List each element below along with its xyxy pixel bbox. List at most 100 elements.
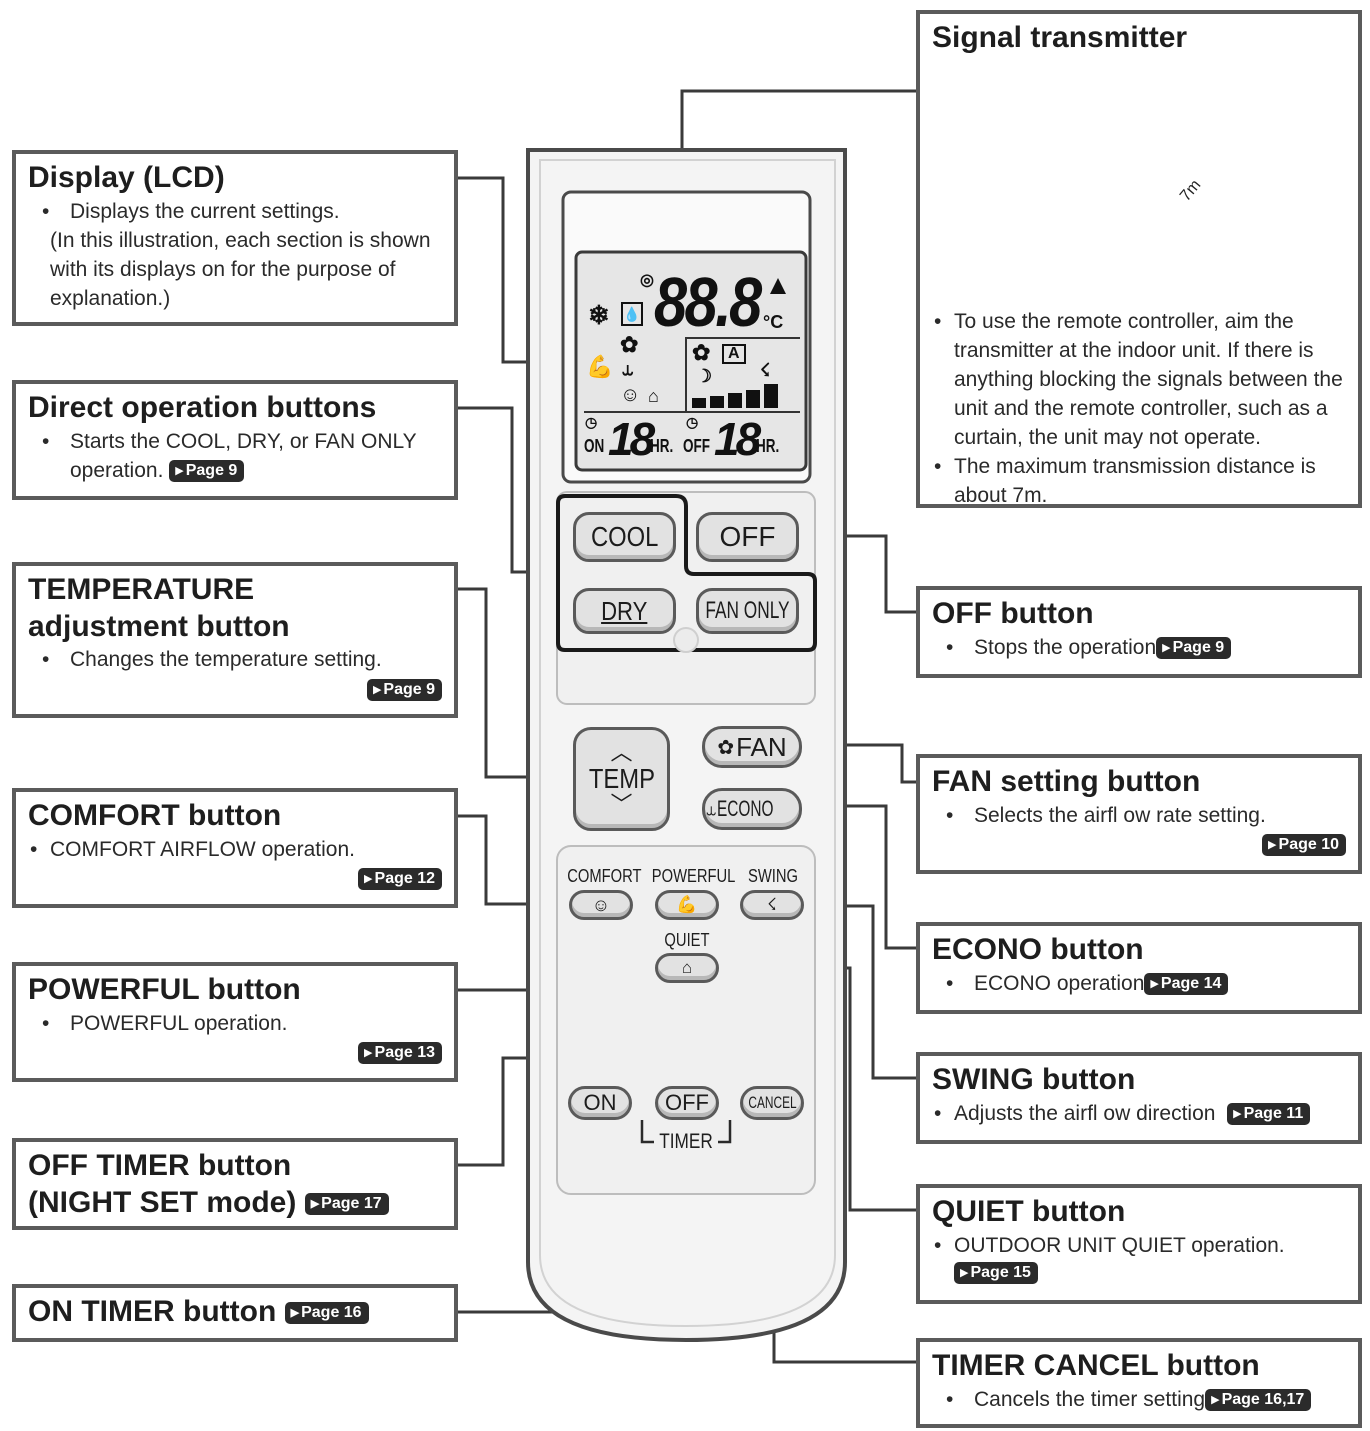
callout-timer-cancel: TIMER CANCEL button Cancels the timer se…: [916, 1338, 1362, 1428]
callout-off-button-page-badge[interactable]: Page 9: [1156, 637, 1232, 660]
lcd-off-timer-clock-icon: ◷: [686, 414, 699, 430]
swing-button[interactable]: ☇: [740, 890, 804, 920]
callout-display: Display (LCD) Displays the current setti…: [12, 150, 458, 326]
direct-button-outline: [556, 494, 817, 652]
quiet-button[interactable]: ⌂: [655, 953, 719, 983]
lcd-fan-icon: ✿: [620, 332, 639, 357]
lcd-comfort-icon: ☺: [620, 384, 641, 406]
comfort-label: COMFORT: [567, 866, 642, 886]
callout-powerful-title: POWERFUL button: [28, 973, 301, 1006]
callout-signal: Signal transmitter 7m To use the remote …: [916, 10, 1362, 508]
callout-quiet: QUIET button OUTDOOR UNIT QUIET operatio…: [916, 1184, 1362, 1304]
powerful-button[interactable]: 💪: [655, 890, 719, 920]
quiet-icon: ⌂: [681, 958, 693, 977]
callout-direct-title: Direct operation buttons: [28, 391, 377, 424]
temp-up-icon: ︿: [610, 740, 633, 765]
lcd-econo-icon: ⥿: [622, 358, 634, 380]
callout-swing-page-badge[interactable]: Page 11: [1227, 1103, 1311, 1126]
comfort-button[interactable]: ☺: [569, 890, 633, 920]
lcd-off-hr: HR.: [756, 436, 780, 456]
lcd-on-label: ON: [584, 436, 605, 456]
lcd-auto-icon: A: [722, 344, 746, 364]
callout-econo-title: ECONO button: [932, 933, 1144, 966]
on-timer-button[interactable]: ON: [568, 1086, 632, 1120]
lcd-clock-icon: ◎: [640, 272, 654, 289]
callout-temperature-page-badge[interactable]: Page 9: [366, 678, 442, 701]
lcd-screen: [574, 250, 808, 472]
callout-direct: Direct operation buttons Starts the COOL…: [12, 380, 458, 500]
lcd-off-digits: 18: [714, 413, 761, 465]
temp-button[interactable]: ︿ TEMP ﹀: [573, 727, 670, 831]
lcd-on-hr: HR.: [650, 436, 674, 456]
callout-timer-cancel-text: Cancels the timer setting: [974, 1387, 1206, 1411]
callout-temperature-title-1: TEMPERATURE: [28, 573, 255, 606]
lcd-night-icon: ☽: [696, 366, 713, 386]
callout-display-line2: (In this illustration, each section is s…: [50, 228, 431, 310]
callout-timer-cancel-page-badge[interactable]: Page 16,17: [1205, 1389, 1312, 1412]
lcd-powerful-icon: 💪: [586, 354, 614, 379]
quiet-label: QUIET: [664, 930, 710, 950]
off-timer-button[interactable]: OFF: [655, 1086, 719, 1120]
lcd-dry-icon: 💧: [621, 302, 643, 326]
swing-icon: ☇: [767, 895, 777, 914]
lcd-temperature: 88.8: [654, 263, 762, 341]
lcd-off-label: OFF: [683, 436, 710, 456]
callout-direct-text: Starts the COOL, DRY, or FAN ONLY operat…: [70, 429, 417, 482]
callout-off-button-text: Stops the operation: [974, 635, 1157, 659]
cool-button[interactable]: COOL: [573, 512, 676, 562]
on-timer-label: ON: [583, 1090, 617, 1115]
timer-cancel-label: CANCEL: [747, 1093, 797, 1112]
fan-icon: ✿: [717, 736, 735, 759]
lcd-snowflake-icon: ❄: [588, 300, 610, 330]
callout-comfort-text: COMFORT AIRFLOW operation.: [28, 835, 442, 864]
callout-quiet-title: QUIET button: [932, 1195, 1126, 1228]
callout-quiet-page-badge[interactable]: Page 15: [954, 1262, 1038, 1285]
callout-econo-text: ECONO operation: [974, 971, 1145, 995]
lcd-on-digits: 18: [608, 413, 655, 465]
callout-on-timer-page-badge[interactable]: Page 16: [284, 1302, 369, 1325]
timer-cancel-button[interactable]: CANCEL: [740, 1086, 804, 1120]
callout-fan-setting: FAN setting button Selects the airfl ow …: [916, 754, 1362, 874]
timer-label: TIMER: [659, 1130, 713, 1153]
callout-signal-title: Signal transmitter: [932, 21, 1188, 54]
callout-off-timer-page-badge[interactable]: Page 17: [304, 1192, 389, 1215]
callout-timer-cancel-title: TIMER CANCEL button: [932, 1349, 1260, 1382]
callout-powerful: POWERFUL button POWERFUL operation. Page…: [12, 962, 458, 1082]
off-button[interactable]: OFF: [696, 512, 799, 562]
callout-off-timer: OFF TIMER button (NIGHT SET mode) Page 1…: [12, 1138, 458, 1230]
fan-button-label: FAN: [736, 731, 787, 762]
callout-swing-text: Adjusts the airfl ow direction: [954, 1101, 1216, 1125]
callout-fan-setting-page-badge[interactable]: Page 10: [1262, 834, 1346, 857]
callout-signal-text1: To use the remote controller, aim the tr…: [932, 307, 1346, 452]
callout-display-line1: Displays the current settings.: [28, 197, 442, 226]
callout-direct-page-badge[interactable]: Page 9: [169, 460, 245, 483]
callout-quiet-text: OUTDOOR UNIT QUIET operation.: [932, 1231, 1346, 1260]
econo-button[interactable]: ⥿ ECONO: [702, 788, 802, 830]
off-button-label: OFF: [719, 521, 776, 552]
callout-econo: ECONO button ECONO operationPage 14: [916, 922, 1362, 1014]
fan-only-button-label: FAN ONLY: [705, 597, 790, 624]
callout-fan-setting-title: FAN setting button: [932, 765, 1201, 798]
callout-temperature-title-2: adjustment button: [28, 609, 290, 643]
callout-comfort-page-badge[interactable]: Page 12: [358, 868, 442, 891]
cool-button-label: COOL: [590, 521, 659, 552]
fan-button[interactable]: ✿ FAN: [702, 726, 802, 768]
callout-powerful-page-badge[interactable]: Page 13: [358, 1042, 442, 1065]
econo-icon: ⥿: [706, 798, 717, 819]
temp-button-label: TEMP: [588, 763, 655, 794]
callout-temperature: TEMPERATURE adjustment button Changes th…: [12, 562, 458, 718]
powerful-icon: 💪: [676, 895, 698, 914]
temp-down-icon: ﹀: [610, 792, 633, 817]
dry-button[interactable]: DRY: [573, 588, 676, 634]
fan-only-button[interactable]: FAN ONLY: [696, 588, 799, 634]
callout-comfort: COMFORT button COMFORT AIRFLOW operation…: [12, 788, 458, 908]
swing-label: SWING: [747, 866, 799, 886]
comfort-icon: ☺: [591, 894, 611, 915]
lcd-temp-unit: °C: [763, 312, 784, 332]
callout-swing-title: SWING button: [932, 1063, 1136, 1096]
callout-on-timer: ON TIMER button Page 16: [12, 1284, 458, 1342]
callout-econo-page-badge[interactable]: Page 14: [1144, 973, 1229, 996]
callout-on-timer-title: ON TIMER button: [28, 1295, 277, 1328]
powerful-label: POWERFUL: [651, 866, 736, 886]
